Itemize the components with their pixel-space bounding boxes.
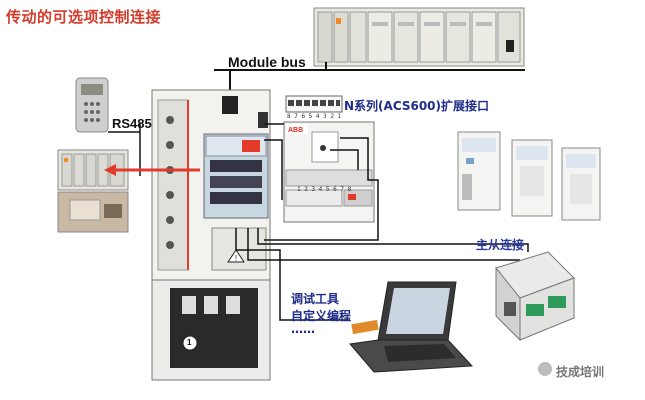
wechat-icon: [538, 362, 552, 376]
watermark: 技成培训: [556, 365, 605, 379]
custom-programming-label: 自定义编程: [291, 309, 352, 323]
abb-logo: ABB: [288, 127, 303, 134]
drive-marker: 1: [187, 338, 192, 347]
master-slave-label: 主从连接: [476, 238, 525, 252]
terminal-numbers-bottom: 1 2 3 4 5 6 7 8: [297, 186, 352, 193]
adapter-photo: [57, 191, 129, 233]
drive-bottom: [151, 279, 271, 381]
rs485-label: RS485: [112, 116, 152, 131]
module-bus-label: Module bus: [228, 54, 306, 70]
drive-unit: !: [151, 89, 271, 281]
left-plc: [57, 149, 129, 191]
page-title: 传动的可选项控制连接: [6, 8, 162, 26]
terminal-numbers-top: 8 7 6 5 4 3 2 1: [287, 113, 342, 120]
laptop: [349, 281, 474, 373]
io-modules: [457, 131, 601, 221]
plc-rack: [313, 7, 525, 67]
ellipsis-label: ……: [291, 322, 315, 336]
svg-text:!: !: [235, 254, 237, 263]
control-panel: [75, 77, 109, 133]
slave-drive: [495, 251, 575, 342]
extension-module: ABB: [283, 95, 375, 223]
n-series-label: N系列(ACS600)扩展接口: [344, 99, 490, 113]
debug-tool-label: 调试工具: [291, 292, 340, 306]
